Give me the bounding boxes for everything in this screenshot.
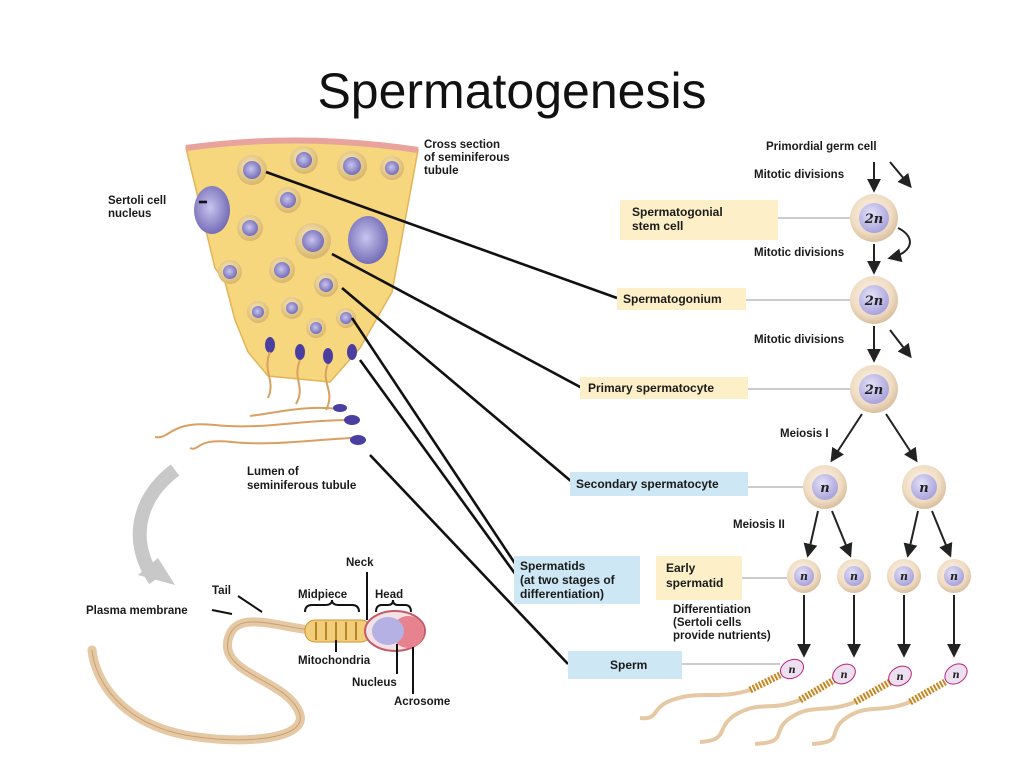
ploidy-sperm-3: n <box>896 672 903 683</box>
seminiferous-tubule-section <box>154 137 419 450</box>
sperm-pointers <box>211 572 414 694</box>
stage-box-early-spermatid: Early spermatid <box>656 556 742 600</box>
label-plasma-membrane: Plasma membrane <box>86 605 188 617</box>
cell-spermatid-1 <box>787 559 821 593</box>
ploidy-secondary-2: n <box>919 481 928 496</box>
label-acrosome: Acrosome <box>394 696 450 708</box>
ploidy-spermatid-3: n <box>900 570 908 583</box>
sperm-tail <box>87 617 315 745</box>
label-neck: Neck <box>346 557 374 569</box>
ploidy-spermatid-4: n <box>950 570 958 583</box>
label-sertoli-2: nucleus <box>108 208 151 220</box>
ploidy-spermatogonium: 2n <box>864 294 884 309</box>
cell-secondary-2 <box>902 465 946 509</box>
cell-stem <box>850 194 898 242</box>
sperm-part-labels: Neck Tail Midpiece Head Plasma membrane … <box>86 557 450 708</box>
left-labels: Cross section of seminiferous tubule Ser… <box>108 139 510 492</box>
label-meiosis-2: Meiosis II <box>733 519 785 531</box>
ploidy-labels: 2n 2n 2n n n n n n n <box>800 212 958 583</box>
stage-early-line1: Early <box>666 561 696 575</box>
stage-spermatids-line2: (at two stages of <box>520 573 616 587</box>
label-mitotic-3: Mitotic divisions <box>754 334 844 346</box>
label-cross-section-1: Cross section <box>424 139 500 151</box>
stage-secondary-text: Secondary spermatocyte <box>576 477 719 491</box>
stage-sperm-text: Sperm <box>610 658 647 672</box>
connector-lines-thick <box>199 170 618 665</box>
label-meiosis-1: Meiosis I <box>780 428 829 440</box>
label-midpiece: Midpiece <box>298 589 347 601</box>
ploidy-sperm-2: n <box>840 670 847 681</box>
ploidy-spermatid-2: n <box>850 570 858 583</box>
label-differentiation-3: provide nutrients) <box>673 630 771 642</box>
label-cross-section-3: tubule <box>424 165 459 177</box>
stage-box-secondary: Secondary spermatocyte <box>570 472 748 496</box>
ploidy-stem: 2n <box>864 212 884 227</box>
lumen-sperm-heads <box>333 404 366 445</box>
cell-spermatid-2 <box>837 559 871 593</box>
ploidy-spermatid-1: n <box>800 570 808 583</box>
tubule-cells <box>218 146 404 364</box>
cell-spermatid-3 <box>887 559 921 593</box>
ploidy-secondary-1: n <box>820 481 829 496</box>
label-mitotic-1: Mitotic divisions <box>754 169 844 181</box>
label-lumen-1: Lumen of <box>247 466 299 478</box>
ploidy-sperm-4: n <box>952 670 959 681</box>
label-sertoli-1: Sertoli cell <box>108 195 166 207</box>
stage-cells <box>787 194 971 593</box>
stage-spermatids-line3: differentiation) <box>520 587 604 601</box>
slide-title: Spermatogenesis <box>317 63 707 119</box>
cell-primary <box>850 365 898 413</box>
label-head: Head <box>375 589 403 601</box>
stage-box-sperm: Sperm <box>568 651 682 679</box>
division-arrows <box>797 161 961 658</box>
ploidy-primary: 2n <box>864 383 884 398</box>
stage-box-primary: Primary spermatocyte <box>580 377 748 399</box>
stage-box-spermatogonium: Spermatogonium <box>617 288 746 310</box>
stage-stem-line2: stem cell <box>632 219 683 233</box>
stage-spermatogonium-text: Spermatogonium <box>623 292 722 306</box>
stage-primary-text: Primary spermatocyte <box>588 381 714 395</box>
label-primordial: Primordial germ cell <box>766 141 877 153</box>
mature-sperm <box>87 610 426 745</box>
mitochondria <box>315 622 357 640</box>
stage-box-spermatids: Spermatids (at two stages of differentia… <box>514 556 640 604</box>
stage-spermatids-line1: Spermatids <box>520 559 586 573</box>
stage-early-line2: spermatid <box>666 576 723 590</box>
label-cross-section-2: of seminiferous <box>424 152 510 164</box>
cell-spermatogonium <box>850 276 898 324</box>
basement-membrane <box>185 137 419 153</box>
ploidy-sperm-1: n <box>788 665 795 676</box>
process-labels: Primordial germ cell Mitotic divisions M… <box>673 141 877 642</box>
label-differentiation-2: (Sertoli cells <box>673 617 741 629</box>
nucleus-shape <box>372 617 404 645</box>
cell-secondary-1 <box>803 465 847 509</box>
final-sperm: n n n n <box>639 658 968 746</box>
stage-stem-line1: Spermatogonial <box>632 205 723 219</box>
label-mitotic-2: Mitotic divisions <box>754 247 844 259</box>
cell-spermatid-4 <box>937 559 971 593</box>
connector-lines-thin <box>682 217 850 665</box>
label-nucleus: Nucleus <box>352 677 397 689</box>
label-tail: Tail <box>212 585 231 597</box>
stage-box-stem: Spermatogonial stem cell <box>620 200 778 240</box>
label-mitochondria: Mitochondria <box>298 655 371 667</box>
sertoli-nucleus <box>194 186 388 264</box>
label-differentiation-1: Differentiation <box>673 604 751 616</box>
midpiece <box>304 619 372 643</box>
label-lumen-2: seminiferous tubule <box>247 480 356 492</box>
zoom-arrow-head <box>138 558 175 585</box>
